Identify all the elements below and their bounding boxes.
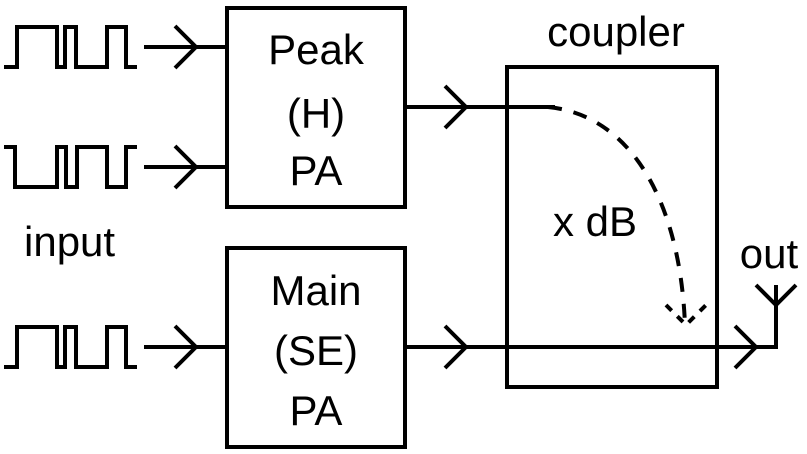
- arrow-main-output: [406, 324, 777, 370]
- main-pa-block: Main (SE) PA: [225, 246, 407, 449]
- pulse-waveform-icon: [4, 325, 137, 369]
- main-pa-label-line-2: (SE): [274, 327, 358, 374]
- arrow-peak-input-2: [144, 144, 227, 190]
- arrow-main-input: [144, 324, 227, 370]
- output-label: out: [740, 230, 799, 277]
- pulse-waveform-inverted-icon: [4, 145, 137, 189]
- pulse-waveform-icon: [4, 25, 137, 69]
- coupler-block: [505, 65, 719, 389]
- antenna-icon: [754, 283, 798, 349]
- peak-pa-label-line-3: PA: [290, 147, 343, 194]
- peak-pa-label-line-1: Peak: [268, 26, 365, 73]
- arrow-peak-input-1: [144, 24, 227, 70]
- main-pa-label-line-1: Main: [270, 267, 361, 314]
- main-pa-label-line-3: PA: [290, 387, 343, 434]
- coupling-value-label: x dB: [553, 198, 637, 245]
- coupler-label: coupler: [547, 8, 685, 55]
- arrow-peak-output: [406, 84, 555, 130]
- peak-pa-label-line-2: (H): [287, 90, 345, 137]
- input-label: input: [24, 218, 115, 265]
- coupling-dashed-arrow: [547, 105, 708, 328]
- arrow-coupler-output: [733, 324, 759, 370]
- peak-pa-block: Peak (H) PA: [225, 6, 407, 209]
